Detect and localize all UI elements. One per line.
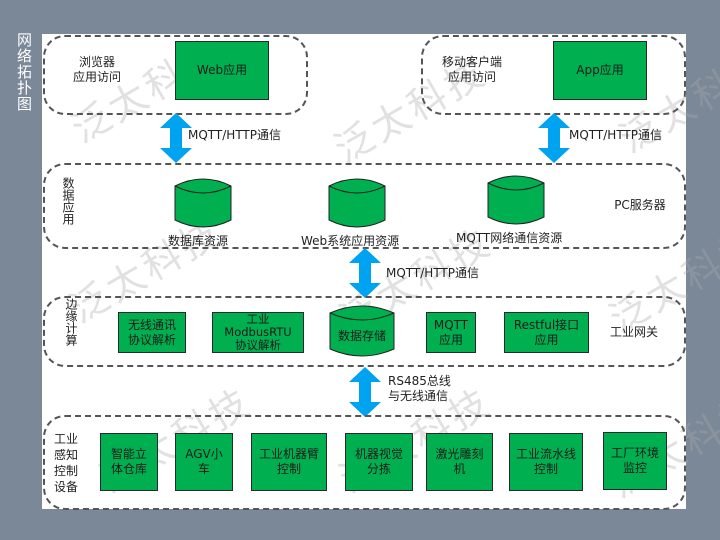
device-label-line: 体仓库 [110, 462, 147, 476]
web-system-resource-node[interactable] [328, 177, 386, 229]
gateway-devices-link-label: RS485总线 与无线通信 [388, 374, 451, 404]
web-system-resource-label: Web系统应用资源 [301, 234, 400, 248]
device-label-line: AGV小 [185, 447, 223, 461]
double-arrow-icon [160, 113, 192, 163]
module-label-line: Restful接口 [513, 317, 580, 332]
mobile-label-line2: 应用访问 [447, 70, 496, 84]
device-label-line: 机 [453, 462, 466, 476]
device-environment-monitor[interactable]: 工厂环境 监控 [603, 432, 667, 490]
app-label: App应用 [576, 63, 624, 77]
browser-server-link-label: MQTT/HTTP通信 [188, 128, 282, 142]
device-label-line: 机器视觉 [354, 447, 403, 461]
module-label-line: 协议解析 [127, 332, 176, 347]
database-cylinder-icon [328, 178, 386, 228]
data-storage-module[interactable]: 数据存储 [329, 304, 395, 358]
module-label-line: MQTT [433, 317, 469, 332]
device-smart-warehouse[interactable]: 智能立 体仓库 [100, 433, 158, 491]
modbus-protocol-module[interactable]: 工业 ModbusRTU 协议解析 [212, 312, 304, 353]
module-label-line: 应用 [438, 332, 463, 347]
industrial-gateway-label: 工业网关 [609, 325, 658, 339]
side-label-line: 感知 [53, 448, 78, 462]
browser-access-label: 浏览器 应用访问 [62, 55, 132, 85]
device-robot-arm[interactable]: 工业机器臂 控制 [251, 433, 327, 491]
server-side-text: 数据应用 [61, 177, 75, 225]
device-layer-group [43, 415, 686, 510]
browser-label-line1: 浏览器 [78, 55, 115, 69]
server-gateway-link-label: MQTT/HTTP通信 [386, 266, 480, 280]
module-label-line: 无线通讯 [127, 317, 176, 332]
database-cylinder-icon [487, 175, 545, 225]
restful-app-module[interactable]: Restful接口 应用 [504, 312, 589, 353]
edge-side-text: 边缘计算 [64, 298, 78, 346]
device-label-line: 车 [197, 462, 210, 476]
wireless-protocol-module[interactable]: 无线通讯 协议解析 [118, 312, 186, 353]
module-label-line: 工业 [246, 312, 270, 326]
database-resource-node[interactable] [174, 177, 232, 229]
browser-label-line2: 应用访问 [72, 70, 121, 84]
device-label-line: 分拣 [366, 462, 391, 476]
device-label-line: 智能立 [110, 447, 147, 461]
app-server-link-label: MQTT/HTTP通信 [569, 128, 663, 142]
server-layer-side-label: 数据应用 [60, 177, 75, 229]
device-label-line: 控制 [276, 462, 301, 476]
module-label-line: ModbusRTU [224, 325, 292, 339]
mobile-label-line1: 移动客户端 [441, 55, 502, 69]
module-label-line: 协议解析 [235, 338, 281, 352]
device-label-line: 监控 [622, 461, 647, 475]
device-layer-side-label: 工业 感知 控制 设备 [52, 431, 80, 495]
diagram-title: 网络拓扑图 [15, 32, 33, 112]
device-label-line: 工厂环境 [610, 446, 659, 460]
server-layer-group [43, 163, 686, 249]
mobile-access-label: 移动客户端 应用访问 [432, 55, 512, 85]
device-assembly-line[interactable]: 工业流水线 控制 [509, 433, 583, 491]
double-arrow-icon [349, 367, 381, 417]
mqtt-app-module[interactable]: MQTT 应用 [426, 312, 476, 353]
device-agv[interactable]: AGV小 车 [175, 433, 233, 491]
mqtt-resource-node[interactable] [487, 174, 545, 226]
side-label-line: 控制 [53, 464, 78, 478]
pc-server-label: PC服务器 [614, 198, 666, 212]
device-label-line: 激光雕刻 [435, 447, 484, 461]
side-label-line: 设备 [53, 480, 78, 494]
data-storage-label: 数据存储 [337, 328, 386, 343]
side-label-line: 工业 [53, 432, 78, 446]
edge-layer-group [43, 296, 686, 367]
link-label-line: 与无线通信 [388, 389, 449, 403]
double-arrow-icon [349, 248, 381, 298]
web-app-node[interactable]: Web应用 [175, 41, 269, 100]
device-label-line: 工业流水线 [515, 447, 576, 461]
web-app-label: Web应用 [196, 63, 248, 77]
double-arrow-icon [538, 113, 570, 163]
mqtt-resource-label: MQTT网络通信资源 [456, 231, 563, 245]
device-vision-sorting[interactable]: 机器视觉 分拣 [345, 433, 413, 491]
device-laser-engraver[interactable]: 激光雕刻 机 [426, 433, 493, 491]
database-cylinder-icon [329, 305, 395, 357]
database-resource-label: 数据库资源 [168, 234, 229, 248]
database-cylinder-icon [174, 178, 232, 228]
device-label-line: 工业机器臂 [258, 447, 319, 461]
edge-layer-side-label: 边缘计算 [63, 298, 78, 350]
module-label-line: 应用 [534, 332, 559, 347]
app-node[interactable]: App应用 [553, 41, 647, 100]
link-label-line: RS485总线 [388, 374, 451, 388]
device-label-line: 控制 [533, 462, 558, 476]
